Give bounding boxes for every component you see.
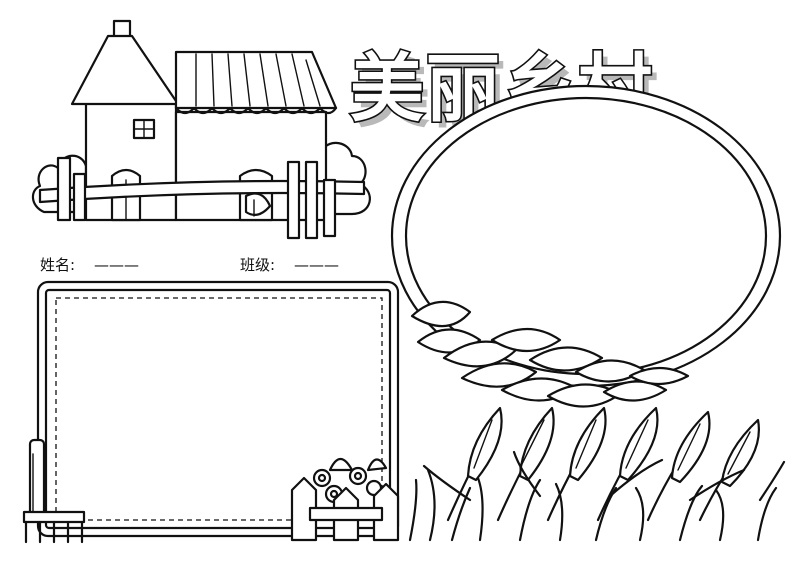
grass-blades xyxy=(408,468,778,542)
name-label: 姓名: xyxy=(40,256,75,274)
house-window xyxy=(132,118,156,140)
writing-frame xyxy=(36,280,400,538)
fence xyxy=(38,156,366,240)
wheat-heads xyxy=(466,406,760,488)
roof-tile-lines xyxy=(195,53,321,107)
class-blank[interactable]: ——— xyxy=(294,256,339,274)
writing-area[interactable] xyxy=(55,297,383,521)
rake-tool xyxy=(22,438,86,544)
wheat-grain-lines xyxy=(473,419,751,475)
oval-photo-frame xyxy=(390,84,782,388)
wheat-field xyxy=(408,406,786,542)
class-label: 班级: xyxy=(240,256,275,274)
roof-eaves xyxy=(174,106,338,115)
house-illustration xyxy=(31,19,371,240)
wheat-braid xyxy=(410,300,690,408)
wheat-leaves xyxy=(422,450,786,502)
name-class-line: 姓名: ——— 班级: ——— xyxy=(40,256,339,274)
flower-box xyxy=(290,457,400,542)
frame-inner xyxy=(44,288,392,530)
house-gable-roof xyxy=(70,34,180,106)
name-blank[interactable]: ——— xyxy=(94,256,139,274)
